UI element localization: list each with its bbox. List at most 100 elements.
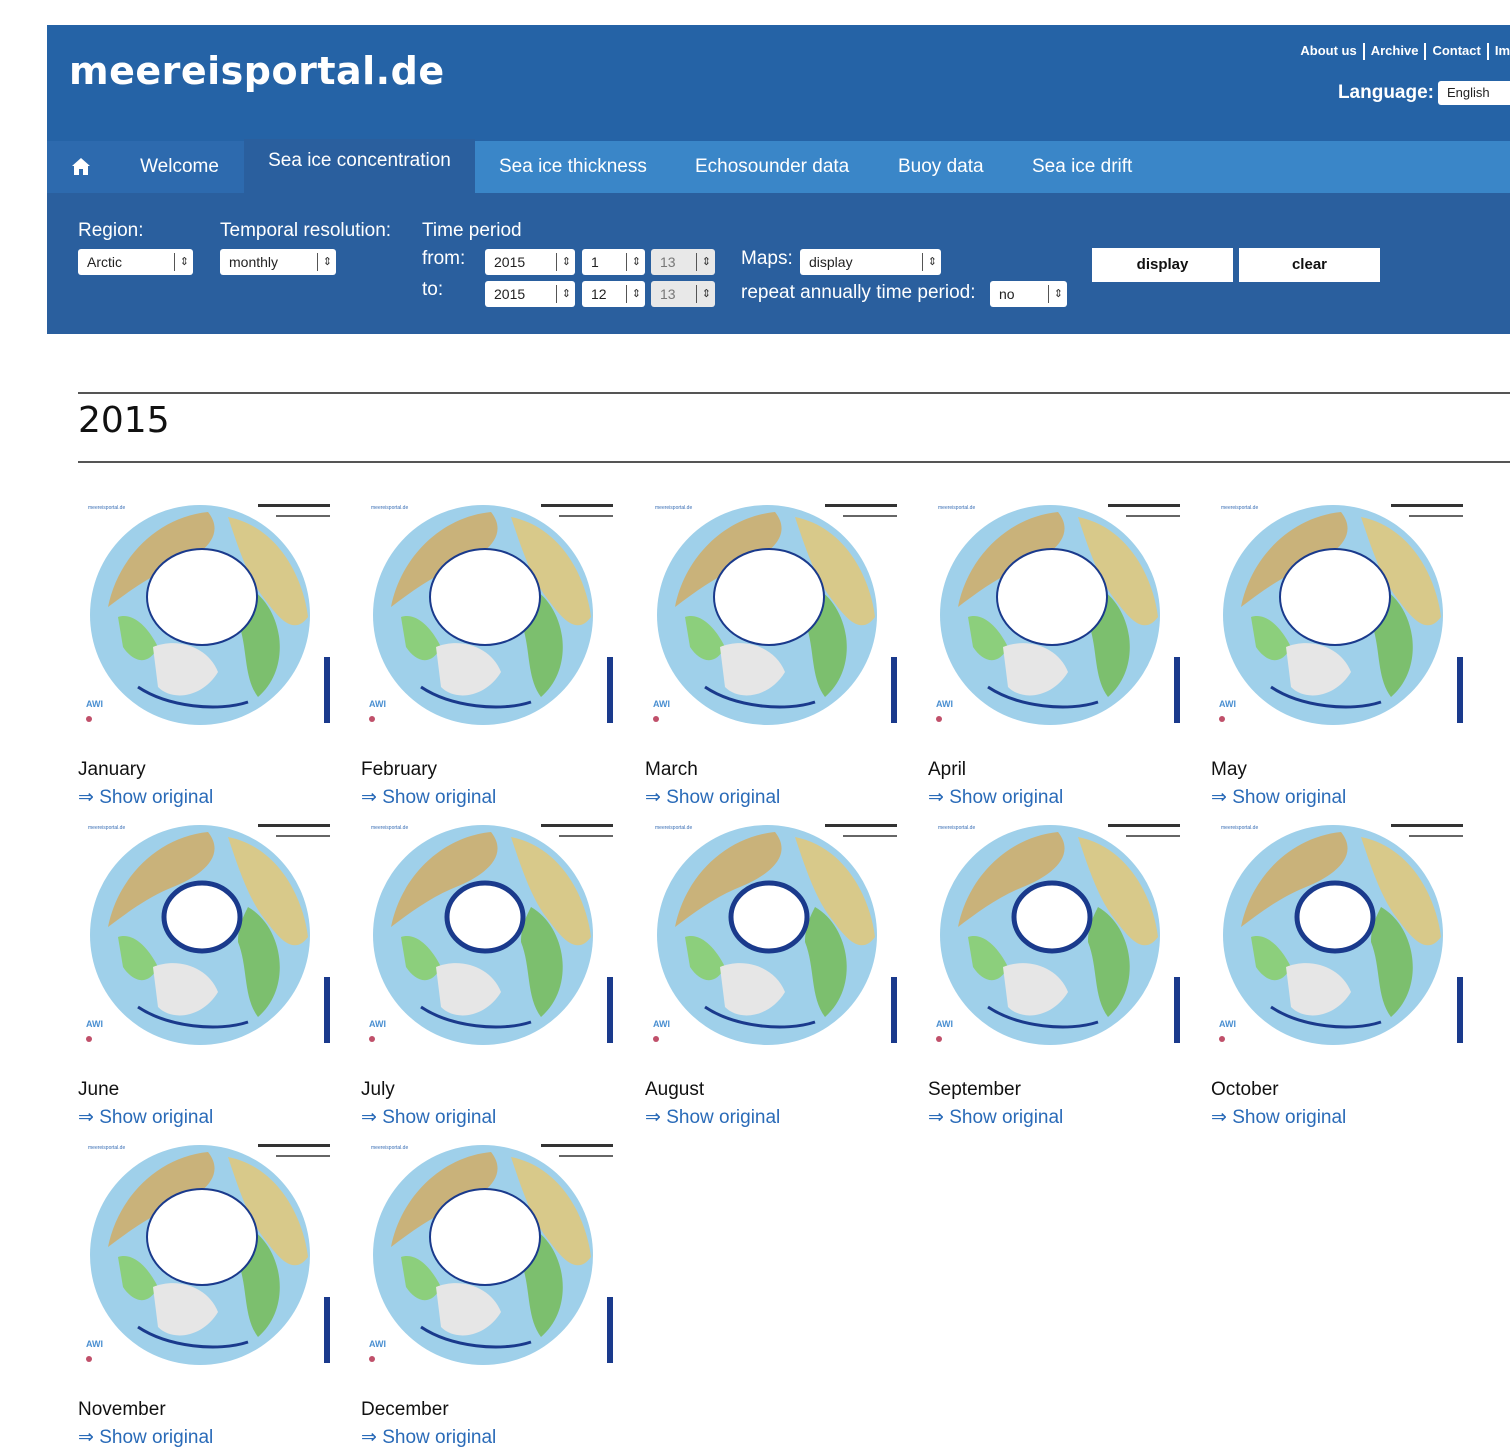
show-original-link[interactable]: ⇒ Show original bbox=[361, 1106, 496, 1129]
sea-ice-map[interactable]: meereisportal.de AWI bbox=[645, 497, 905, 727]
maps-select[interactable]: display⇕ bbox=[800, 249, 941, 275]
about-us-link[interactable]: About us bbox=[1300, 43, 1357, 58]
show-original-link[interactable]: ⇒ Show original bbox=[361, 1426, 496, 1449]
nav-home[interactable] bbox=[47, 141, 115, 193]
svg-text:meereisportal.de: meereisportal.de bbox=[1221, 505, 1258, 511]
repeat-value: no bbox=[999, 286, 1015, 302]
sea-ice-map[interactable]: meereisportal.de AWI bbox=[361, 497, 621, 727]
arrow-right-icon: ⇒ bbox=[645, 1107, 667, 1128]
svg-text:meereisportal.de: meereisportal.de bbox=[371, 505, 408, 511]
to-month-value: 12 bbox=[591, 286, 607, 302]
show-original-link[interactable]: ⇒ Show original bbox=[78, 1106, 213, 1129]
show-original-label: Show original bbox=[1232, 1107, 1347, 1128]
svg-text:meereisportal.de: meereisportal.de bbox=[938, 825, 975, 831]
arrow-right-icon: ⇒ bbox=[78, 787, 100, 808]
site-header: meereisportal.de About us Archive Contact I… bbox=[47, 25, 1510, 141]
region-value: Arctic bbox=[87, 254, 122, 270]
chevron-updown-icon: ⇕ bbox=[696, 253, 711, 271]
svg-text:AWI: AWI bbox=[86, 1019, 103, 1029]
from-day-select[interactable]: 13 ⇕ bbox=[651, 249, 715, 275]
month-label: November bbox=[78, 1399, 166, 1420]
show-original-label: Show original bbox=[382, 1427, 497, 1448]
sea-ice-map[interactable]: meereisportal.de AWI bbox=[1211, 817, 1471, 1047]
region-select[interactable]: Arctic⇕ bbox=[78, 249, 193, 275]
archive-link[interactable]: Archive bbox=[1370, 43, 1419, 58]
clear-button[interactable]: clear bbox=[1239, 248, 1380, 282]
sea-ice-map[interactable]: meereisportal.de AWI bbox=[928, 497, 1188, 727]
show-original-link[interactable]: ⇒ Show original bbox=[78, 1426, 213, 1449]
show-original-link[interactable]: ⇒ Show original bbox=[645, 1106, 780, 1129]
show-original-link[interactable]: ⇒ Show original bbox=[645, 786, 780, 809]
chevron-updown-icon: ⇕ bbox=[626, 285, 641, 303]
month-tile: meereisportal.de AWI bbox=[361, 1137, 621, 1367]
month-label: October bbox=[1211, 1079, 1279, 1100]
svg-text:meereisportal.de: meereisportal.de bbox=[655, 825, 692, 831]
month-label: August bbox=[645, 1079, 705, 1100]
contact-link[interactable]: Contact bbox=[1432, 43, 1481, 58]
arrow-right-icon: ⇒ bbox=[361, 787, 383, 808]
from-month-select[interactable]: 1⇕ bbox=[582, 249, 645, 275]
language-label: Language: bbox=[1337, 82, 1434, 104]
month-tile: meereisportal.de AWI bbox=[78, 817, 338, 1047]
to-year-select[interactable]: 2015 ⇕ bbox=[485, 281, 575, 307]
show-original-label: Show original bbox=[99, 787, 214, 808]
show-original-link[interactable]: ⇒ Show original bbox=[928, 1106, 1063, 1129]
temporal-resolution-select[interactable]: monthly⇕ bbox=[220, 249, 336, 275]
sea-ice-map[interactable]: meereisportal.de AWI bbox=[928, 817, 1188, 1047]
nav-buoy-data[interactable]: Buoy data bbox=[898, 156, 984, 177]
nav-echosounder-data[interactable]: Echosounder data bbox=[695, 156, 850, 177]
show-original-link[interactable]: ⇒ Show original bbox=[361, 786, 496, 809]
sea-ice-map[interactable]: meereisportal.de AWI bbox=[78, 1137, 338, 1367]
sea-ice-map[interactable]: meereisportal.de AWI bbox=[361, 1137, 621, 1367]
site-title[interactable]: meereisportal.de bbox=[69, 49, 445, 93]
sea-ice-map[interactable]: meereisportal.de AWI bbox=[361, 817, 621, 1047]
show-original-label: Show original bbox=[949, 787, 1064, 808]
svg-text:meereisportal.de: meereisportal.de bbox=[1221, 825, 1258, 831]
language-select[interactable]: English bbox=[1438, 81, 1510, 105]
month-label: September bbox=[928, 1079, 1021, 1100]
arrow-right-icon: ⇒ bbox=[645, 787, 667, 808]
show-original-link[interactable]: ⇒ Show original bbox=[1211, 1106, 1346, 1129]
show-original-label: Show original bbox=[949, 1107, 1064, 1128]
repeat-annually-label: repeat annually time period: bbox=[741, 282, 976, 303]
divider bbox=[78, 461, 1510, 463]
show-original-link[interactable]: ⇒ Show original bbox=[1211, 786, 1346, 809]
main-nav: Welcome Sea ice concentration Sea ice th… bbox=[47, 139, 1510, 195]
month-tile: meereisportal.de AWI bbox=[1211, 497, 1471, 727]
svg-text:AWI: AWI bbox=[369, 1339, 386, 1349]
sea-ice-map[interactable]: meereisportal.de AWI bbox=[78, 817, 338, 1047]
nav-welcome[interactable]: Welcome bbox=[115, 141, 244, 193]
to-day-value: 13 bbox=[660, 286, 676, 302]
sea-ice-map[interactable]: meereisportal.de AWI bbox=[645, 817, 905, 1047]
from-day-value: 13 bbox=[660, 254, 676, 270]
imprint-link[interactable]: Im bbox=[1494, 43, 1510, 58]
from-year-select[interactable]: 2015⇕ bbox=[485, 249, 575, 275]
to-year-value: 2015 bbox=[494, 286, 526, 302]
svg-text:AWI: AWI bbox=[653, 699, 670, 709]
repeat-annually-select[interactable]: no⇕ bbox=[990, 281, 1067, 307]
to-label: to: bbox=[422, 279, 444, 300]
svg-text:AWI: AWI bbox=[653, 1019, 670, 1029]
to-month-select[interactable]: 12 ⇕ bbox=[582, 281, 645, 307]
svg-text:AWI: AWI bbox=[86, 1339, 103, 1349]
month-tile: meereisportal.de AWI bbox=[361, 817, 621, 1047]
nav-sea-ice-thickness[interactable]: Sea ice thickness bbox=[499, 156, 647, 177]
month-tile: meereisportal.de AWI bbox=[928, 817, 1188, 1047]
month-label: May bbox=[1211, 759, 1247, 780]
svg-text:AWI: AWI bbox=[1219, 1019, 1236, 1029]
nav-sea-ice-drift[interactable]: Sea ice drift bbox=[1032, 156, 1133, 177]
arrow-right-icon: ⇒ bbox=[928, 1107, 950, 1128]
show-original-label: Show original bbox=[1232, 787, 1347, 808]
sea-ice-map[interactable]: meereisportal.de AWI bbox=[78, 497, 338, 727]
display-button[interactable]: display bbox=[1092, 248, 1233, 282]
chevron-updown-icon: ⇕ bbox=[696, 285, 711, 303]
sea-ice-map[interactable]: meereisportal.de AWI bbox=[1211, 497, 1471, 727]
svg-text:meereisportal.de: meereisportal.de bbox=[938, 505, 975, 511]
to-day-select[interactable]: 13 ⇕ bbox=[651, 281, 715, 307]
chevron-updown-icon: ⇕ bbox=[556, 285, 571, 303]
svg-text:AWI: AWI bbox=[1219, 699, 1236, 709]
show-original-link[interactable]: ⇒ Show original bbox=[928, 786, 1063, 809]
show-original-link[interactable]: ⇒ Show original bbox=[78, 786, 213, 809]
nav-sea-ice-concentration[interactable]: Sea ice concentration bbox=[244, 139, 475, 195]
filter-bar: Region: Arctic⇕ Temporal resolution: mon… bbox=[47, 193, 1510, 334]
